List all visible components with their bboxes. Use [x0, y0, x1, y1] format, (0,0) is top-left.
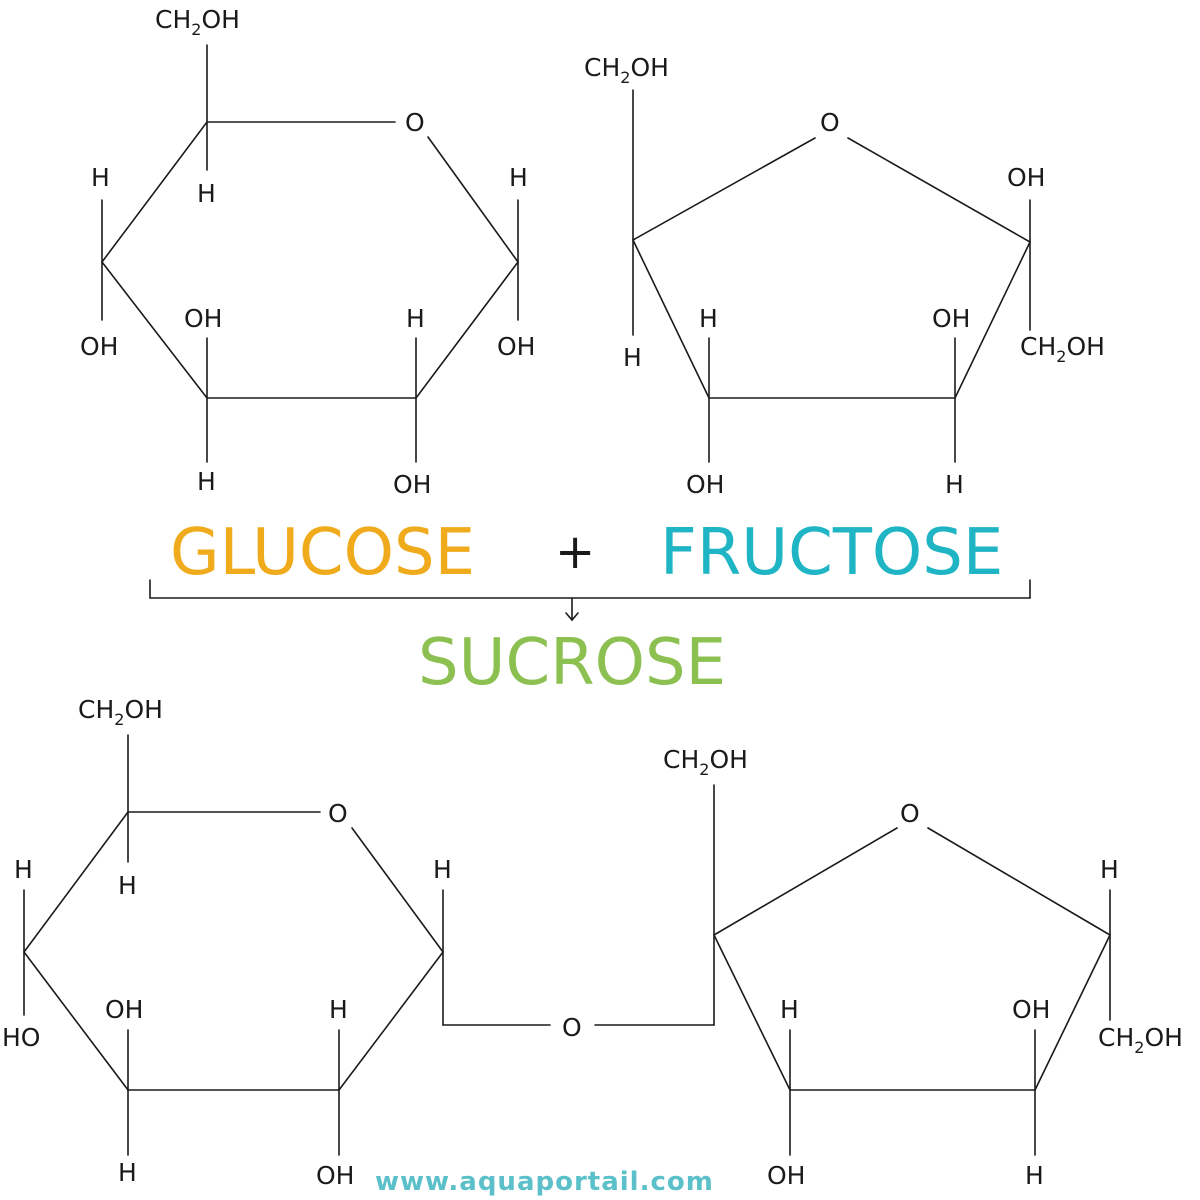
- bond: [101, 261, 208, 399]
- bond: [713, 934, 791, 1091]
- ch2oh-group: CH2OH: [1098, 1023, 1183, 1057]
- hydroxyl-group: OH: [932, 304, 970, 333]
- hydrogen-atom: H: [623, 343, 642, 372]
- bond: [954, 241, 1031, 399]
- ch2oh-group: CH2OH: [155, 5, 240, 39]
- hydrogen-atom: H: [1100, 855, 1119, 884]
- watermark[interactable]: www.aquaportail.com: [375, 1167, 714, 1197]
- glucose-structure: CH2OH O H H OH H OH OH H H OH: [80, 5, 535, 499]
- hydrogen-atom: H: [699, 304, 718, 333]
- hydrogen-atom: H: [118, 1158, 137, 1187]
- bond: [23, 951, 129, 1091]
- ch2oh-group: CH2OH: [663, 745, 748, 779]
- hydroxyl-group: OH: [80, 332, 118, 361]
- hydrogen-atom: H: [509, 163, 528, 192]
- bond: [23, 811, 129, 953]
- bond: [847, 137, 1031, 243]
- hydrogen-atom: H: [780, 995, 799, 1024]
- bond: [101, 121, 208, 263]
- bracket-line: [149, 579, 1031, 599]
- ring-oxygen: O: [900, 799, 920, 828]
- ring-oxygen: O: [820, 108, 840, 137]
- bond: [338, 951, 444, 1091]
- hydroxyl-group-ho: HO: [2, 1023, 40, 1052]
- hydroxyl-group: OH: [767, 1161, 805, 1190]
- ch2oh-group: CH2OH: [78, 695, 163, 729]
- bond: [632, 137, 816, 241]
- bond: [427, 136, 519, 263]
- hydroxyl-group: OH: [686, 470, 724, 499]
- ch2oh-group: CH2OH: [584, 53, 669, 87]
- bond: [632, 239, 710, 399]
- fructose-structure: CH2OH O H OH CH2OH H OH OH H: [584, 53, 1105, 499]
- bond: [1034, 934, 1111, 1091]
- hydrogen-atom: H: [197, 179, 216, 208]
- hydrogen-atom: H: [118, 871, 137, 900]
- hydroxyl-group: OH: [1012, 995, 1050, 1024]
- plus-sign: +: [555, 524, 595, 580]
- fructose-label: FRUCTOSE: [660, 516, 1003, 590]
- bond: [713, 827, 898, 936]
- hydrogen-atom: H: [406, 304, 425, 333]
- ch2oh-group: CH2OH: [1020, 332, 1105, 366]
- hydroxyl-group: OH: [1007, 163, 1045, 192]
- hydrogen-atom: H: [197, 467, 216, 496]
- ring-oxygen: O: [405, 108, 425, 137]
- glycosidic-oxygen: O: [562, 1013, 582, 1042]
- sucrose-label: SUCROSE: [418, 626, 726, 700]
- hydroxyl-group: OH: [184, 304, 222, 333]
- hydrogen-atom: H: [14, 855, 33, 884]
- glucose-label: GLUCOSE: [170, 516, 475, 590]
- hydrogen-atom: H: [945, 470, 964, 499]
- hydrogen-atom: H: [433, 855, 452, 884]
- bond: [351, 827, 444, 953]
- hydrogen-atom: H: [1025, 1161, 1044, 1190]
- reaction-bracket: [149, 579, 1031, 622]
- hydrogen-atom: H: [329, 995, 348, 1024]
- bond: [927, 827, 1111, 936]
- ring-oxygen: O: [328, 799, 348, 828]
- hydroxyl-group: OH: [497, 332, 535, 361]
- hydrogen-atom: H: [91, 163, 110, 192]
- hydroxyl-group: OH: [105, 995, 143, 1024]
- hydroxyl-group: OH: [393, 470, 431, 499]
- hydroxyl-group: OH: [316, 1161, 354, 1190]
- sucrose-structure: CH2OH O H H HO H OH H H OH O CH2OH O H C…: [2, 695, 1183, 1190]
- bond: [415, 261, 519, 399]
- arrow-head: [565, 612, 579, 622]
